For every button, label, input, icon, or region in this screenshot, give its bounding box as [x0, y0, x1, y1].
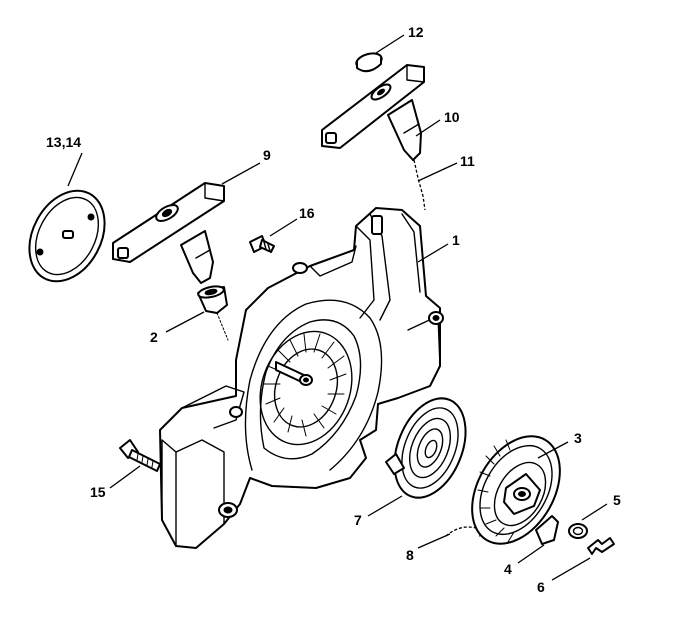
part-fan-housing [159, 207, 444, 549]
part-spring-clip [587, 537, 615, 555]
part-starter-rope [413, 159, 426, 211]
callout-1: 1 [452, 232, 460, 248]
part-pawl [535, 515, 559, 545]
callout-16: 16 [299, 205, 315, 221]
callout-7: 7 [354, 512, 362, 528]
part-rewind-spring [385, 397, 467, 499]
callout-4: 4 [504, 561, 512, 577]
callout-8: 8 [406, 547, 414, 563]
callout-15: 15 [90, 484, 106, 500]
part-screw-small [249, 235, 275, 253]
part-cover-plate [28, 189, 106, 283]
part-rope-rotor [471, 435, 561, 545]
part-bolt [119, 439, 161, 472]
callout-13-14: 13,14 [46, 134, 81, 150]
callout-6: 6 [537, 579, 545, 595]
part-starter-grip-left [112, 182, 225, 284]
part-washer [568, 523, 588, 539]
callout-3: 3 [574, 430, 582, 446]
callout-10: 10 [444, 109, 460, 125]
part-starter-grip-right [321, 64, 425, 161]
callout-11: 11 [460, 153, 475, 169]
callout-5: 5 [613, 492, 621, 508]
callout-labels: 1 2 3 4 5 6 7 8 9 10 11 12 13,14 15 16 [46, 24, 621, 595]
part-rope-guide-bushing [197, 285, 229, 341]
leader-lines [67, 34, 608, 581]
callout-9: 9 [263, 147, 271, 163]
callout-2: 2 [150, 329, 158, 345]
callout-12: 12 [408, 24, 424, 40]
part-cap [355, 52, 383, 73]
